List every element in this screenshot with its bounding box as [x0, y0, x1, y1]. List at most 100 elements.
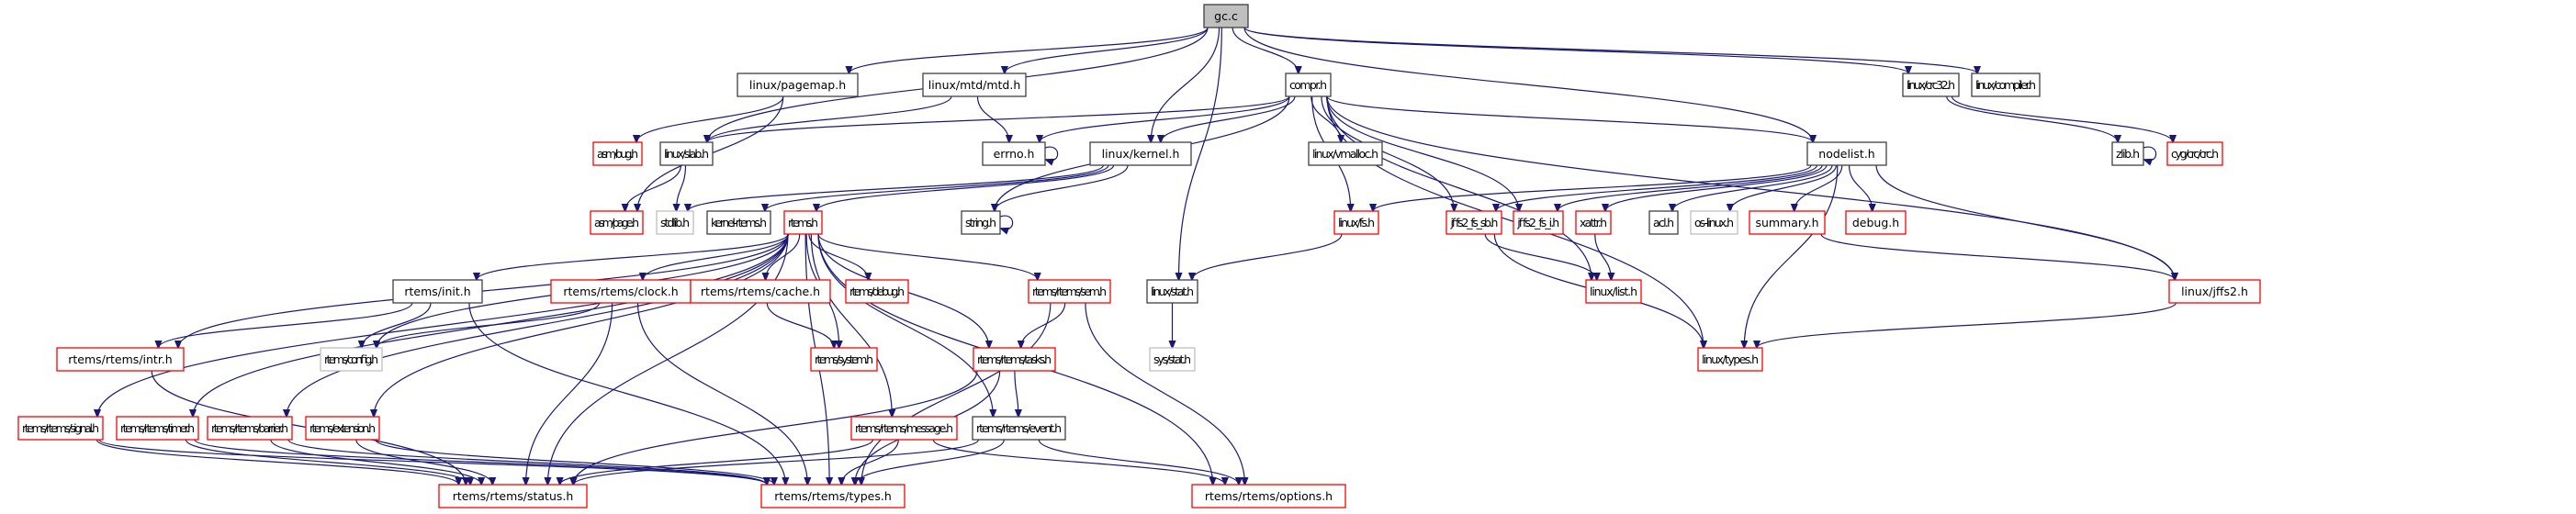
edge-nodelist-to-fs — [1373, 164, 1812, 211]
node-label: acl.h — [1653, 216, 1674, 229]
node-message[interactable]: rtems/rtems/message.h — [850, 416, 958, 441]
edge-extension-to-status — [355, 439, 492, 485]
node-cache[interactable]: rtems/rtems/cache.h — [690, 279, 831, 304]
edge-event-to-rtypes — [855, 439, 1005, 485]
node-errno[interactable]: errno.h — [982, 141, 1046, 166]
node-system[interactable]: rtems/system.h — [810, 347, 878, 372]
node-acl[interactable]: acl.h — [1648, 210, 1679, 235]
node-pagemap[interactable]: linux/pagemap.h — [737, 73, 859, 97]
edge-nodelist-to-xattr — [1605, 164, 1828, 211]
node-vmalloc[interactable]: linux/vmalloc.h — [1308, 141, 1383, 166]
node-box — [1149, 347, 1196, 372]
node-box — [690, 279, 831, 304]
node-config: rtems/config.h — [320, 347, 383, 372]
node-debug[interactable]: debug.h — [1845, 210, 1907, 235]
edge-gc_c-to-compiler — [1243, 27, 1977, 73]
node-ltypes[interactable]: linux/types.h — [1697, 347, 1763, 372]
node-kernel[interactable]: linux/kernel.h — [1089, 141, 1192, 166]
node-mtd[interactable]: linux/mtd/mtd.h — [922, 73, 1027, 97]
node-label: rtems/rtems/timer.h — [120, 421, 195, 435]
edge-compr-to-fs_sb — [1321, 95, 1454, 211]
node-label: rtems/rtems/sem.h — [1032, 285, 1107, 298]
node-label: rtems/rtems/clock.h — [563, 285, 678, 298]
node-zlib[interactable]: zlib.h — [2111, 141, 2144, 166]
node-extension[interactable]: rtems/extension.h — [305, 416, 380, 441]
node-box — [737, 73, 859, 97]
edge-fs-to-stat — [1192, 233, 1343, 280]
node-jffs2[interactable]: linux/jffs2.h — [2168, 279, 2261, 304]
node-barrier[interactable]: rtems/rtems/barrier.h — [207, 416, 293, 441]
node-label: rtems/rtems/cache.h — [701, 285, 820, 298]
node-box — [1971, 73, 2041, 97]
node-rtems[interactable]: rtems.h — [783, 210, 823, 235]
node-event[interactable]: rtems/rtems/event.h — [972, 416, 1066, 441]
edge-timer-to-status — [185, 439, 470, 485]
edge-rtems-to-rdebug — [808, 233, 868, 280]
node-label: linux/kernel.h — [1102, 147, 1180, 161]
node-label: rtems/rtems/options.h — [1205, 489, 1333, 503]
node-tasks[interactable]: rtems/rtems/tasks.h — [973, 347, 1056, 372]
node-nodelist[interactable]: nodelist.h — [1806, 141, 1887, 166]
node-rdebug[interactable]: rtems/debug.h — [845, 279, 909, 304]
edge-signal-to-rtypes — [98, 439, 767, 485]
edge-gc_c-to-kernel — [1151, 27, 1221, 142]
edge-signal-to-status — [96, 439, 458, 485]
node-bug[interactable]: asm/bug.h — [592, 141, 643, 166]
node-fs[interactable]: linux/fs.h — [1333, 210, 1379, 235]
node-fs-sb[interactable]: jffs2_fs_sb.h — [1445, 210, 1502, 235]
edges — [96, 27, 2177, 485]
node-box — [1089, 141, 1192, 166]
node-sem[interactable]: rtems/rtems/sem.h — [1028, 279, 1111, 304]
edge-tasks-to-event — [1014, 370, 1018, 417]
node-box — [56, 347, 185, 372]
edge-rtems-to-init — [477, 233, 789, 280]
edge-kernel-to-string — [995, 164, 1129, 211]
node-label: gc.c — [1214, 9, 1238, 23]
node-xattr[interactable]: xattr.h — [1575, 210, 1612, 235]
edge-nodelist-to-oslinux — [1730, 164, 1838, 211]
node-crc[interactable]: cyg/crc/crc.h — [2166, 141, 2223, 166]
edge-gc_c-to-crc32 — [1243, 27, 1908, 73]
node-stat[interactable]: linux/stat.h — [1146, 279, 1198, 304]
node-string[interactable]: string.h — [961, 210, 1001, 235]
node-label: asm/bug.h — [597, 147, 638, 161]
node-signal[interactable]: rtems/rtems/signal.h — [17, 416, 104, 441]
node-box — [2168, 279, 2261, 304]
node-box — [1690, 210, 1738, 235]
node-clock[interactable]: rtems/rtems/clock.h — [550, 279, 692, 304]
node-label: jffs2_fs_sb.h — [1449, 216, 1498, 229]
node-box — [850, 416, 958, 441]
node-label: compr.h — [1289, 78, 1327, 92]
node-options[interactable]: rtems/rtems/options.h — [1191, 484, 1346, 508]
node-box — [2111, 141, 2144, 166]
node-label: errno.h — [994, 147, 1035, 161]
node-page[interactable]: asm/page.h — [590, 210, 644, 235]
node-box — [1028, 279, 1111, 304]
node-box — [438, 484, 588, 508]
edge-nodelist-to-summary — [1794, 164, 1843, 211]
node-compr[interactable]: compr.h — [1285, 73, 1332, 97]
node-fs-i[interactable]: jffs2_fs_i.h — [1513, 210, 1564, 235]
node-gc-c[interactable]: gc.c — [1203, 4, 1249, 28]
node-label: rtems/extension.h — [309, 421, 376, 435]
node-box — [1146, 279, 1198, 304]
node-stdlib: stdlib.h — [656, 210, 694, 235]
node-intr[interactable]: rtems/rtems/intr.h — [56, 347, 185, 372]
node-crc32[interactable]: linux/crc32.h — [1902, 73, 1960, 97]
node-summary[interactable]: summary.h — [1749, 210, 1826, 235]
edge-rtems-to-cache — [766, 233, 801, 280]
edge-compr-to-kernel — [1161, 95, 1296, 142]
node-compiler[interactable]: linux/compiler.h — [1971, 73, 2041, 97]
node-timer[interactable]: rtems/rtems/timer.h — [116, 416, 199, 441]
node-status[interactable]: rtems/rtems/status.h — [438, 484, 588, 508]
node-rtypes[interactable]: rtems/rtems/types.h — [760, 484, 906, 508]
node-slab[interactable]: linux/slab.h — [659, 141, 714, 166]
node-init[interactable]: rtems/init.h — [392, 279, 483, 304]
node-label: rtems/rtems/types.h — [774, 489, 892, 503]
node-kernel-rtems[interactable]: kernel-rtems.h — [706, 210, 771, 235]
node-list[interactable]: linux/list.h — [1585, 279, 1642, 304]
edge-jffs2-to-ltypes — [1757, 302, 2177, 348]
node-label: linux/list.h — [1590, 285, 1637, 298]
node-box — [116, 416, 199, 441]
node-box — [1648, 210, 1679, 235]
